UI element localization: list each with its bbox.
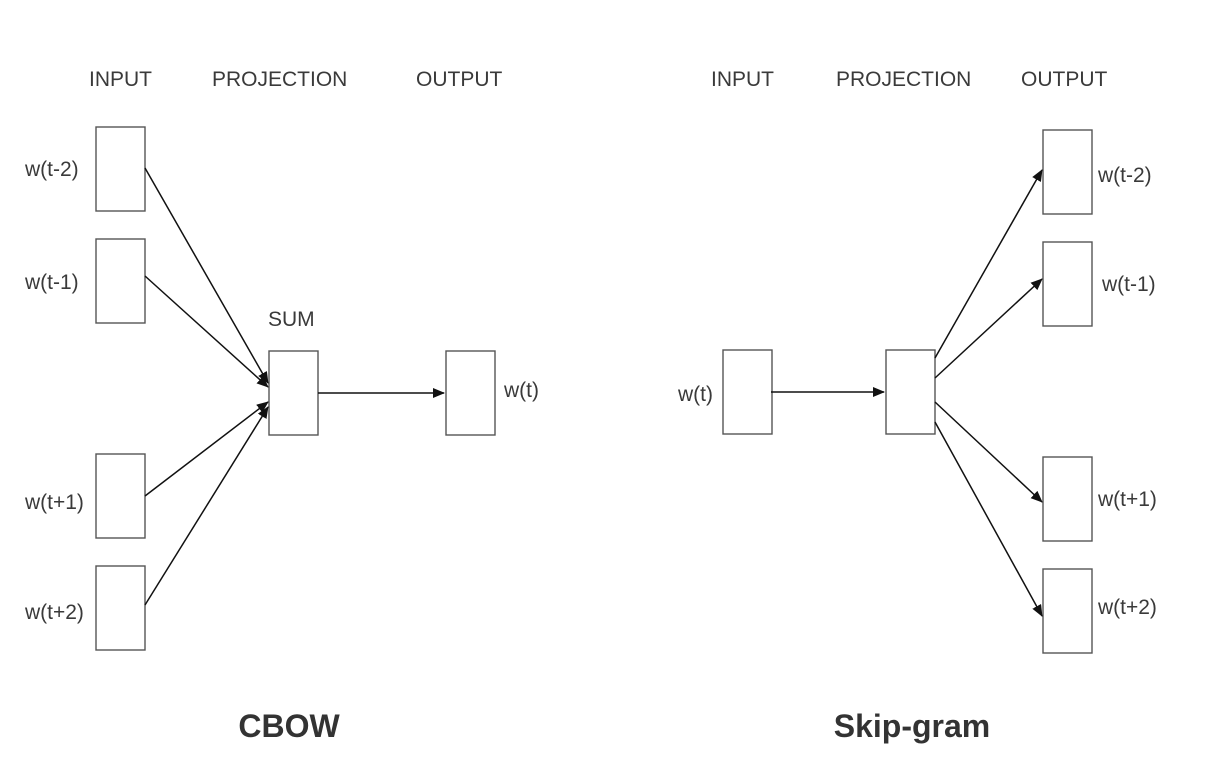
cbow-arrow-input-1 [144, 167, 269, 384]
skipgram-output-header: OUTPUT [1021, 68, 1108, 91]
cbow-arrow-input-4 [144, 406, 269, 606]
cbow-sum-label: SUM [268, 308, 315, 331]
skipgram-projection-box [885, 349, 936, 435]
cbow-output-header: OUTPUT [416, 68, 503, 91]
skipgram-title: Skip-gram [834, 708, 990, 744]
cbow-input-box-4 [95, 565, 146, 651]
skipgram-arrow-output-2 [934, 278, 1043, 379]
skipgram-input-label: w(t) [677, 383, 713, 406]
cbow-input-label-3: w(t+1) [24, 491, 84, 514]
skipgram-output-label-2: w(t-1) [1101, 273, 1156, 296]
cbow-projection-box [268, 350, 319, 436]
skipgram-arrow-output-1 [934, 169, 1043, 359]
cbow-input-label-1: w(t-2) [24, 158, 79, 181]
skipgram-output-label-4: w(t+2) [1097, 596, 1157, 619]
skipgram-input-box [722, 349, 773, 435]
cbow-model: INPUT PROJECTION OUTPUT w(t-2) w(t-1) w(… [24, 68, 539, 744]
cbow-projection-header: PROJECTION [212, 68, 347, 91]
cbow-input-header: INPUT [89, 68, 152, 91]
skipgram-output-box-2 [1042, 241, 1093, 327]
cbow-output-label: w(t) [503, 379, 539, 402]
skipgram-model: INPUT PROJECTION OUTPUT w(t) w(t-2) w(t-… [677, 68, 1157, 744]
cbow-input-label-2: w(t-1) [24, 271, 79, 294]
skipgram-input-header: INPUT [711, 68, 774, 91]
skipgram-output-box-4 [1042, 568, 1093, 654]
cbow-output-box [445, 350, 496, 436]
cbow-input-box-2 [95, 238, 146, 324]
skipgram-projection-header: PROJECTION [836, 68, 971, 91]
cbow-input-label-4: w(t+2) [24, 601, 84, 624]
skipgram-output-box-3 [1042, 456, 1093, 542]
cbow-title: CBOW [238, 708, 340, 744]
cbow-input-box-1 [95, 126, 146, 212]
cbow-input-box-3 [95, 453, 146, 539]
cbow-arrow-input-3 [144, 401, 269, 497]
skipgram-output-label-1: w(t-2) [1097, 164, 1152, 187]
cbow-arrow-input-2 [144, 275, 269, 388]
skipgram-output-box-1 [1042, 129, 1093, 215]
skipgram-arrow-output-4 [934, 421, 1043, 617]
skipgram-output-label-3: w(t+1) [1097, 488, 1157, 511]
skipgram-arrow-output-3 [934, 401, 1043, 503]
